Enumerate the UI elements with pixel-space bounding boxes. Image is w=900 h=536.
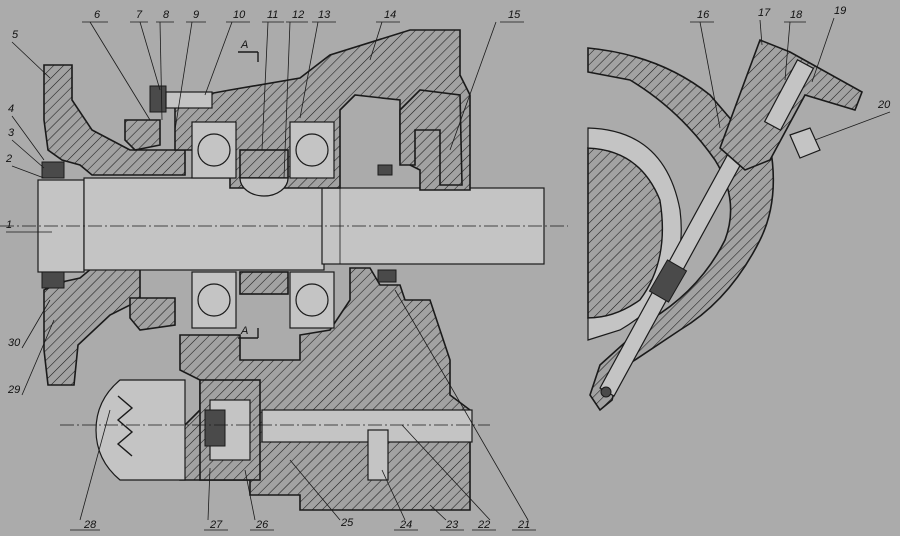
section-mark-bottom: A xyxy=(238,325,259,339)
lever-clamp xyxy=(648,259,688,303)
callout-30: 30 xyxy=(8,337,21,349)
callout-14: 14 xyxy=(384,9,396,21)
callout-23: 23 xyxy=(445,519,459,531)
callout-3: 3 xyxy=(8,127,15,139)
clutch-nut xyxy=(204,409,226,447)
lever-pin xyxy=(763,59,815,131)
gear-rim xyxy=(399,89,463,186)
bolt-8 xyxy=(149,85,167,113)
callout-17: 17 xyxy=(758,7,771,19)
callout-10: 10 xyxy=(233,9,246,21)
callout-5: 5 xyxy=(12,29,19,41)
bearing-lower-left xyxy=(191,271,237,329)
spacer-lower xyxy=(239,271,289,295)
callout-1: 1 xyxy=(6,219,12,231)
left-flange xyxy=(43,64,186,176)
bolt-24 xyxy=(367,429,389,481)
callout-labels: 5 4 3 2 1 30 29 6 7 8 9 10 11 12 13 14 1… xyxy=(5,5,891,531)
bearing-upper-right xyxy=(289,121,335,179)
callout-20: 20 xyxy=(877,99,891,111)
callout-26: 26 xyxy=(255,519,269,531)
callout-24: 24 xyxy=(399,519,412,531)
callout-16: 16 xyxy=(697,9,710,21)
callout-11: 11 xyxy=(267,9,278,21)
spacer-arc xyxy=(239,177,289,197)
leader-lines xyxy=(6,17,891,521)
callout-28: 28 xyxy=(83,519,97,531)
callout-29: 29 xyxy=(7,384,20,396)
main-shaft xyxy=(83,177,325,271)
svg-text:A: A xyxy=(240,325,248,337)
bolt-10 xyxy=(165,91,213,109)
seal-housing-lower xyxy=(129,297,176,331)
callout-12: 12 xyxy=(292,9,304,21)
seal-ring-top xyxy=(41,161,65,179)
callout-9: 9 xyxy=(193,9,199,21)
spring-icon xyxy=(116,395,134,457)
main-section-view: A A xyxy=(0,29,568,511)
callout-underlines xyxy=(70,21,806,531)
callout-22: 22 xyxy=(477,519,490,531)
callout-6: 6 xyxy=(94,9,101,21)
callout-21: 21 xyxy=(517,519,530,531)
key-collar xyxy=(239,149,289,179)
seal-housing-6 xyxy=(124,119,161,151)
svg-text:A: A xyxy=(240,39,248,51)
screw-20 xyxy=(789,127,821,159)
right-detail-view xyxy=(587,38,863,412)
callout-15: 15 xyxy=(508,9,521,21)
callout-18: 18 xyxy=(790,9,803,21)
spring-housing xyxy=(95,379,186,481)
callout-19: 19 xyxy=(834,5,846,17)
callout-25: 25 xyxy=(340,517,354,529)
callout-4: 4 xyxy=(8,103,14,115)
left-flange-lower xyxy=(43,267,141,386)
bearing-upper-left xyxy=(191,121,237,179)
ring-24 xyxy=(377,269,397,283)
callout-8: 8 xyxy=(163,9,170,21)
callout-2: 2 xyxy=(5,153,12,165)
seal-ring-bottom xyxy=(41,271,65,289)
secondary-shaft xyxy=(261,409,473,443)
callout-27: 27 xyxy=(209,519,223,531)
callout-13: 13 xyxy=(318,9,331,21)
bearing-lower-right xyxy=(289,271,335,329)
section-mark-top: A xyxy=(238,39,259,62)
callout-7: 7 xyxy=(136,9,143,21)
